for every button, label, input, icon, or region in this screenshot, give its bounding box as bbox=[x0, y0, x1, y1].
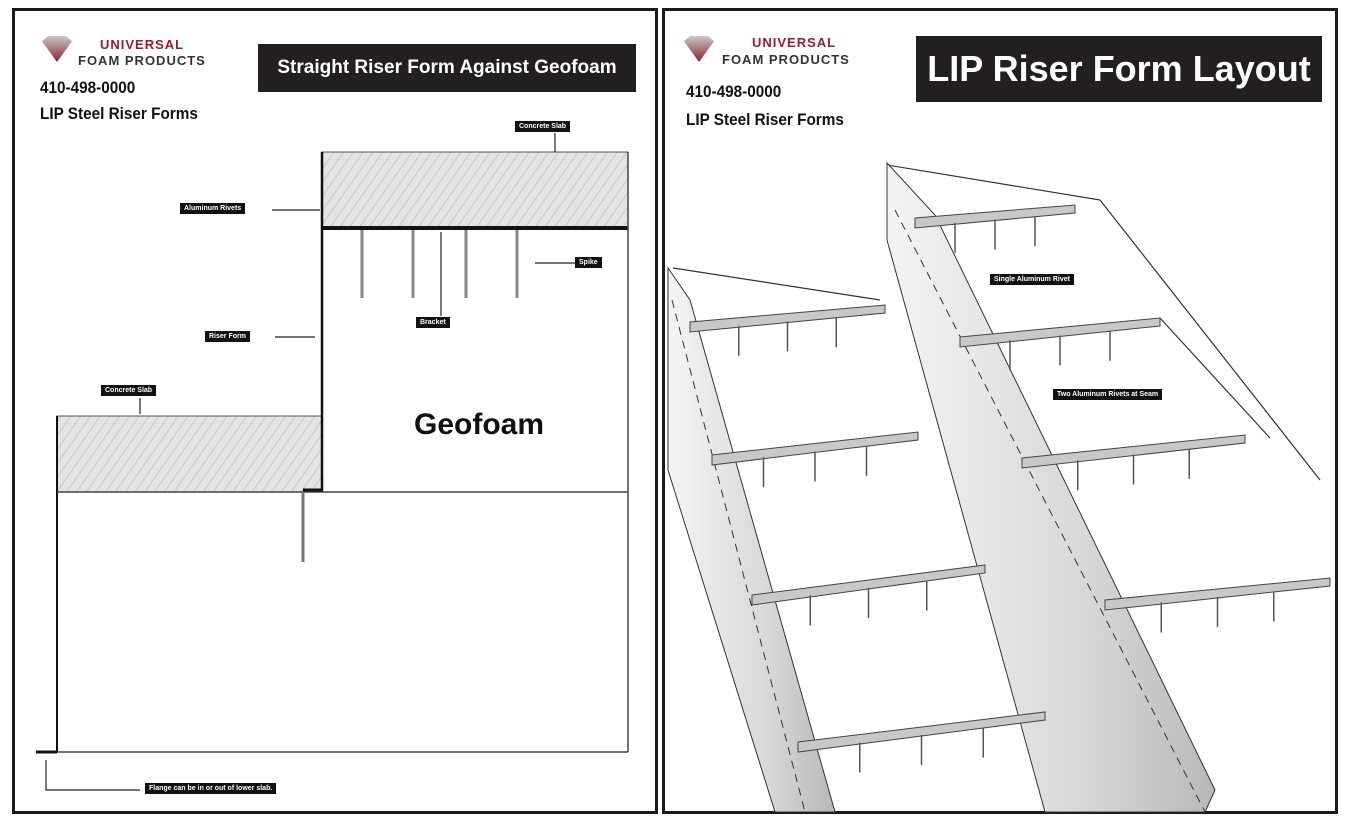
brand-name-line1: UNIVERSAL bbox=[100, 37, 185, 52]
lower-concrete-slab bbox=[56, 415, 323, 493]
label-flange-note: Flange can be in or out of lower slab. bbox=[145, 783, 277, 794]
bracket-strip bbox=[914, 204, 1076, 229]
bracket-strip bbox=[711, 431, 919, 466]
label-bracket: Bracket bbox=[416, 317, 450, 328]
bracket-strip bbox=[797, 711, 1046, 753]
label-single-rivet: Single Aluminum Rivet bbox=[990, 274, 1074, 285]
leader-lines bbox=[45, 133, 575, 791]
bracket-strip bbox=[1021, 434, 1246, 469]
brand-name-line2: FOAM PRODUCTS bbox=[78, 53, 206, 68]
phone-number: 410-498-0000 bbox=[686, 82, 782, 101]
bracket-strip bbox=[1104, 577, 1331, 611]
label-spike: Spike bbox=[575, 257, 602, 268]
label-concrete-slab-top: Concrete Slab bbox=[515, 121, 571, 132]
subtitle: LIP Steel Riser Forms bbox=[686, 110, 844, 129]
brand-name-line2: FOAM PRODUCTS bbox=[722, 52, 850, 67]
right-title: LIP Riser Form Layout bbox=[916, 36, 1322, 102]
bracket-strip bbox=[751, 564, 986, 606]
label-aluminum-rivets: Aluminum Rivets bbox=[180, 203, 246, 214]
left-diagram-panel bbox=[12, 8, 658, 814]
label-two-rivets: Two Aluminum Rivets at Seam bbox=[1053, 389, 1163, 400]
brand-name-line1: UNIVERSAL bbox=[752, 35, 837, 50]
label-concrete-slab-lower: Concrete Slab bbox=[101, 385, 157, 396]
phone-number: 410-498-0000 bbox=[40, 78, 136, 97]
layout-guide-lines bbox=[672, 164, 1321, 481]
riser-form-left bbox=[667, 266, 836, 813]
geofoam-label: Geofoam bbox=[414, 408, 545, 441]
left-title: Straight Riser Form Against Geofoam bbox=[258, 44, 636, 92]
bracket-strip bbox=[959, 317, 1161, 348]
subtitle: LIP Steel Riser Forms bbox=[40, 104, 198, 123]
label-riser-form: Riser Form bbox=[205, 331, 250, 342]
upper-concrete-slab bbox=[321, 151, 629, 229]
geofoam-outline bbox=[36, 152, 629, 754]
spikes bbox=[360, 230, 519, 298]
bracket-strip bbox=[689, 304, 886, 333]
brackets bbox=[689, 204, 1331, 773]
riser-form-middle bbox=[886, 161, 1216, 813]
